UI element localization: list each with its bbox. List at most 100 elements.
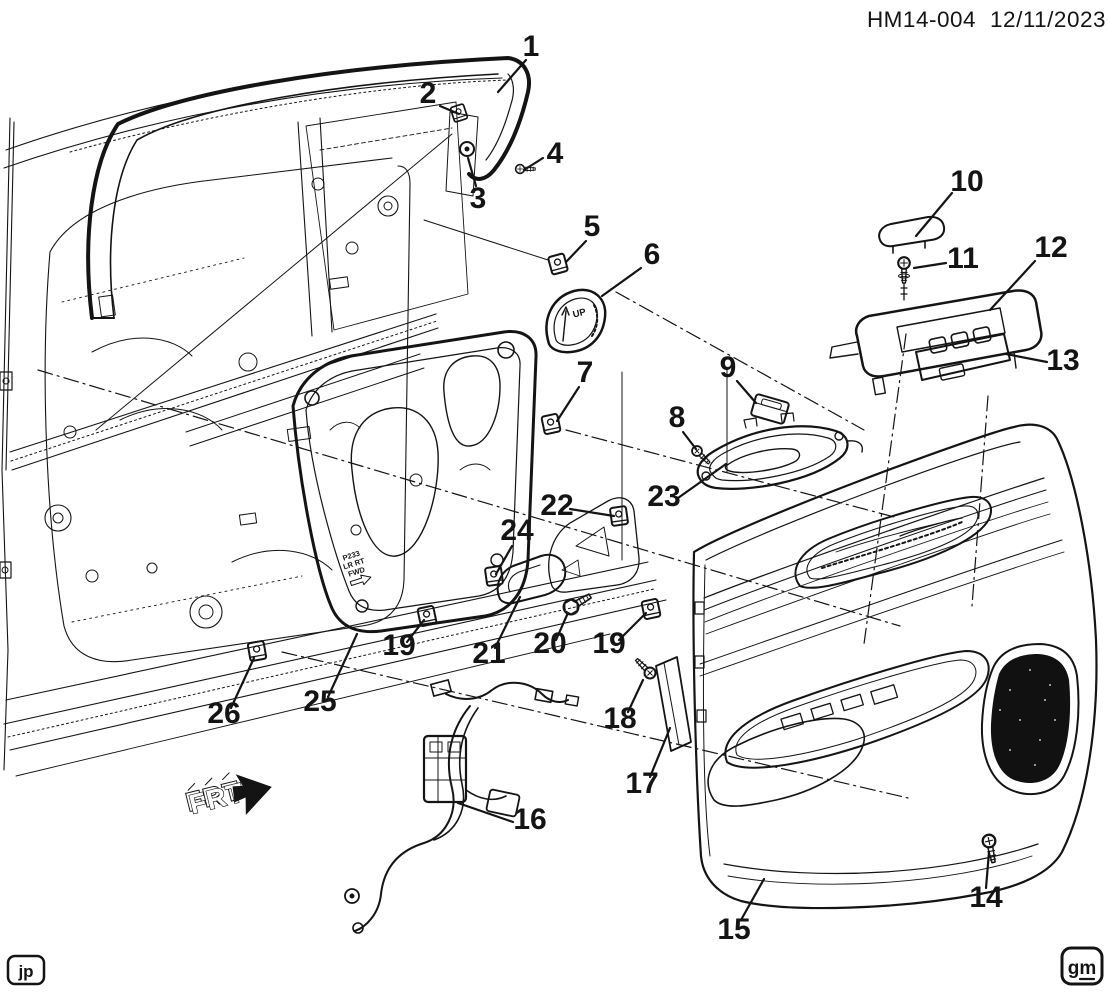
callout-label-13: 13	[1046, 344, 1079, 377]
clip-part-26	[246, 639, 268, 663]
window-applique-part-1	[86, 56, 531, 320]
leader-line-10	[914, 191, 954, 238]
armrest-switch-plate	[724, 650, 990, 769]
callout-label-25: 25	[303, 685, 336, 718]
callout-label-6: 6	[644, 238, 661, 271]
stamp-fwd-arrow-icon	[349, 574, 372, 587]
callout-label-24: 24	[500, 514, 534, 547]
leader-line-7	[555, 385, 581, 423]
leader-line-19-right	[617, 611, 648, 642]
pull-handle-cutout	[794, 495, 992, 589]
clip-part-7	[540, 412, 562, 436]
header-date: 12/11/2023	[990, 7, 1106, 32]
door-trim-panel-part-15	[692, 423, 1098, 910]
screw-part-11	[897, 256, 911, 285]
frt-arrow-icon	[232, 774, 272, 816]
leader-line-8	[681, 430, 698, 451]
leader-line-9	[735, 379, 758, 405]
callout-label-23: 23	[647, 480, 680, 513]
clip-part-5	[546, 252, 570, 276]
callout-label-1: 1	[523, 30, 540, 63]
header-doc-id: HM14-004	[867, 7, 976, 32]
leader-line-4	[522, 156, 545, 172]
leader-line-18	[626, 678, 645, 714]
leader-line-17	[648, 726, 672, 779]
callout-label-5: 5	[584, 210, 601, 243]
gm-logo-label: gm	[1068, 958, 1097, 979]
callout-label-11: 11	[947, 242, 979, 275]
grommet-part-3	[459, 141, 475, 157]
deflector-stamp: P233 LR RT FWD	[342, 549, 372, 587]
header: HM14-004 12/11/2023	[867, 7, 1106, 32]
trim-strip-part-17	[655, 656, 692, 752]
switch-cap-part-10	[878, 215, 946, 248]
callout-label-12: 12	[1034, 231, 1067, 264]
leader-line-19-left	[405, 618, 426, 644]
callout-label-9: 9	[720, 351, 737, 384]
leader-line-16	[456, 801, 515, 824]
leader-line-15	[739, 877, 766, 922]
alignment-lines	[37, 133, 989, 799]
switch-part-9	[750, 393, 790, 425]
up-label: UP	[572, 306, 588, 320]
water-deflector-part-25: P233 LR RT FWD	[291, 329, 538, 634]
callout-label-3: 3	[470, 182, 487, 215]
callout-label-8: 8	[669, 401, 686, 434]
leader-line-24	[494, 544, 514, 576]
leader-line-26	[229, 656, 256, 710]
callout-label-2: 2	[420, 77, 437, 110]
leader-line-22	[568, 507, 616, 518]
leader-line-5	[564, 239, 588, 264]
switch-bezel-part-12	[854, 289, 1043, 378]
leader-line-12	[988, 259, 1037, 312]
jp-mark-label: jp	[17, 962, 33, 981]
leader-line-6	[600, 266, 643, 298]
leader-line-23	[676, 462, 728, 500]
callout-label-22: 22	[540, 489, 573, 522]
up-arrow-icon	[561, 306, 570, 342]
speaker-grille-outline	[980, 643, 1080, 796]
switch-assembly-parts-10-13	[829, 215, 1043, 396]
callout-label-14: 14	[969, 881, 1003, 914]
leader-line-1	[496, 58, 528, 94]
leader-line-20	[554, 613, 569, 642]
bolt-part-20	[559, 588, 595, 619]
wiring-harness-part-16	[344, 679, 580, 934]
screw-part-18	[631, 654, 659, 682]
sail-trim-part-6: UP	[545, 288, 607, 354]
corner-marks: jp gm	[6, 946, 1104, 986]
speaker-grille-fill	[990, 654, 1071, 784]
speaker-speckles	[999, 669, 1056, 766]
armrest-pad	[707, 717, 866, 807]
callout-label-19-left: 19	[382, 629, 415, 662]
callout-label-16: 16	[513, 803, 546, 836]
callout-labels: 1 2 3 4 5 6 7 8 9 10 11 12 13 14 15 16 1…	[207, 30, 1079, 946]
leader-line-2	[438, 104, 461, 116]
pull-cup-brackets-21-22	[496, 497, 640, 605]
leader-line-14	[984, 850, 991, 890]
callout-label-4: 4	[547, 137, 564, 170]
body-side-sketch	[0, 57, 667, 777]
fasteners	[246, 102, 1001, 865]
callout-label-10: 10	[950, 165, 983, 198]
callout-label-19-right: 19	[592, 627, 625, 660]
leader-line-21	[493, 595, 522, 650]
leader-line-11	[912, 261, 948, 270]
leader-line-3	[466, 156, 478, 188]
callout-label-26: 26	[207, 697, 240, 730]
jp-mark-box	[6, 954, 46, 986]
callout-label-7: 7	[577, 356, 594, 389]
gm-logo-box	[1060, 946, 1104, 986]
mounting-plate	[445, 111, 479, 197]
callout-label-15: 15	[717, 913, 750, 946]
callout-label-18: 18	[603, 702, 636, 735]
frt-direction-marker: FRT FRT	[182, 772, 272, 820]
callout-label-20: 20	[533, 627, 566, 660]
leader-line-25	[326, 632, 359, 699]
leader-line-13	[1004, 352, 1049, 364]
leader-lines	[229, 58, 1049, 922]
handle-bezel-part-23	[696, 412, 864, 490]
callout-label-17: 17	[625, 767, 658, 800]
